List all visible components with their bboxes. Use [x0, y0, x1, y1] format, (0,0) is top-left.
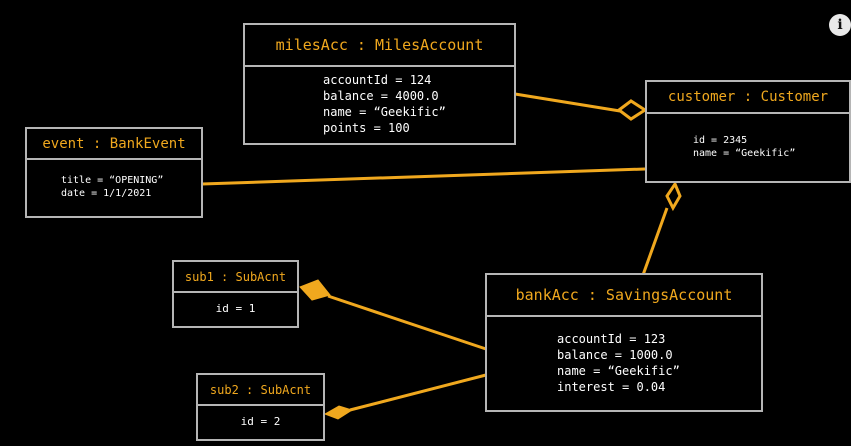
attribute-line: id = 2345 — [693, 134, 748, 146]
attribute-line: name = “Geekific” — [557, 363, 680, 378]
object-title: customer : Customer — [647, 82, 849, 114]
attribute-line: id = 2 — [240, 414, 281, 428]
aggregation-diamond-customer — [616, 99, 648, 121]
object-attributes: id = 2 — [198, 404, 323, 439]
info-icon[interactable]: i — [829, 14, 851, 36]
aggregation-diamond-customer-bottom — [665, 180, 682, 212]
attribute-line: interest = 0.04 — [557, 379, 666, 394]
composition-diamond-sub2 — [323, 405, 354, 420]
object-title: sub1 : SubAcnt — [174, 262, 297, 293]
attribute-line: accountId = 123 — [557, 331, 666, 346]
object-title: bankAcc : SavingsAccount — [487, 275, 761, 317]
attribute-line: name = “Geekific” — [693, 147, 796, 159]
object-milesacc: milesAcc : MilesAccount accountId = 124 … — [243, 23, 516, 145]
attribute-line: id = 1 — [215, 301, 256, 315]
attribute-line: title = “OPENING” — [61, 175, 164, 186]
object-title: event : BankEvent — [27, 129, 201, 160]
attribute-line: balance = 1000.0 — [557, 347, 673, 362]
object-customer: customer : Customer id = 2345 name = “Ge… — [645, 80, 851, 183]
object-attributes: title = “OPENING” date = 1/1/2021 — [27, 158, 201, 216]
link-sub1-bankacc — [327, 294, 487, 351]
attribute-line: accountId = 124 — [323, 73, 432, 87]
object-title: sub2 : SubAcnt — [198, 375, 323, 406]
object-attributes: id = 2345 name = “Geekific” — [647, 112, 849, 181]
object-title: milesAcc : MilesAccount — [245, 25, 514, 67]
attribute-line: name = “Geekific” — [323, 105, 446, 119]
object-attributes: accountId = 123 balance = 1000.0 name = … — [487, 315, 761, 410]
object-attributes: accountId = 124 balance = 4000.0 name = … — [245, 65, 514, 143]
object-event: event : BankEvent title = “OPENING” date… — [25, 127, 203, 218]
attribute-line: points = 100 — [323, 121, 410, 135]
object-attributes: id = 1 — [174, 291, 297, 326]
object-bankacc: bankAcc : SavingsAccount accountId = 123… — [485, 273, 763, 412]
link-milesacc-customer — [514, 92, 621, 113]
link-sub2-bankacc — [349, 373, 487, 412]
attribute-line: date = 1/1/2021 — [61, 188, 152, 199]
composition-diamond-sub1 — [299, 279, 331, 301]
object-sub2: sub2 : SubAcnt id = 2 — [196, 373, 325, 441]
attribute-line: balance = 4000.0 — [323, 89, 439, 103]
link-event-customer — [201, 167, 646, 186]
link-bankacc-customer — [641, 207, 669, 276]
object-sub1: sub1 : SubAcnt id = 1 — [172, 260, 299, 328]
